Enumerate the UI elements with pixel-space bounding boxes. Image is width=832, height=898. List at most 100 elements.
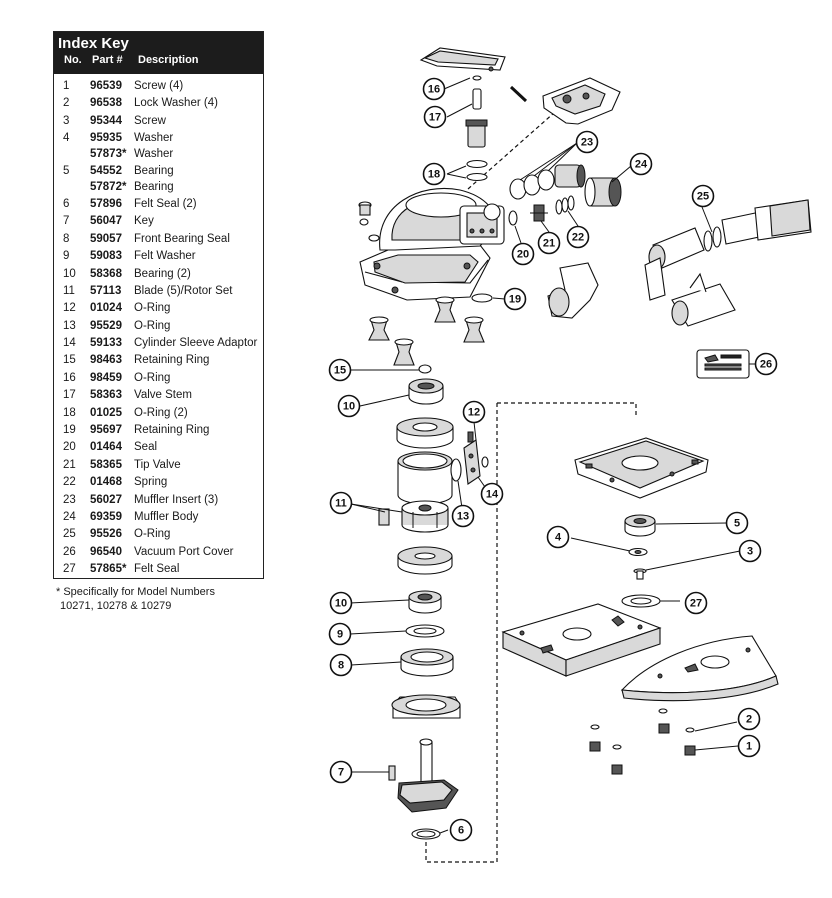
callout-5: 5 (725, 511, 749, 535)
callout-label: 10 (343, 401, 355, 413)
callout-circle (422, 162, 446, 186)
callout-circle (423, 105, 447, 129)
part-number: 95935 (90, 132, 122, 145)
part-number: 01468 (90, 476, 122, 489)
row-number: 5 (63, 165, 70, 178)
callout-circle (337, 394, 361, 418)
callout-label: 5 (734, 518, 740, 530)
callout-circle (451, 504, 475, 528)
callout-label: 19 (509, 294, 521, 306)
row-number: 2 (63, 97, 70, 110)
part-description: Washer (134, 132, 174, 145)
callout-circle (566, 225, 590, 249)
part-description: Retaining Ring (134, 354, 210, 367)
callout-circle (462, 400, 486, 424)
row-number: 12 (63, 302, 76, 315)
callout-label: 2 (746, 714, 752, 726)
spring (555, 195, 575, 215)
row-number: 15 (63, 354, 76, 367)
callout-circle (329, 491, 353, 515)
callout-10: 10 (337, 394, 361, 418)
callout-13: 13 (451, 504, 475, 528)
callout-6: 6 (449, 818, 473, 842)
part-number: 58365 (90, 458, 122, 471)
row-number: 25 (63, 528, 76, 541)
muffler-body (584, 177, 622, 207)
row-number: 7 (63, 215, 70, 228)
rubber-feet (368, 296, 485, 366)
cylinder-sleeve-adaptor (450, 431, 489, 485)
part-description: Front Bearing Seal (134, 232, 230, 245)
callout-label: 17 (429, 112, 441, 124)
callout-label: 24 (635, 159, 648, 171)
callout-label: 4 (555, 532, 562, 544)
part-number: 56027 (90, 493, 122, 506)
row-number: 10 (63, 267, 76, 280)
part-description: Vacuum Port Cover (134, 545, 234, 558)
part-description: Retaining Ring (134, 424, 210, 437)
callout-label: 12 (468, 407, 480, 419)
part-number: 95697 (90, 424, 122, 437)
part-number: 59057 (90, 232, 122, 245)
callout-7: 7 (329, 760, 353, 784)
callout-label: 10 (335, 598, 347, 610)
muffler-inserts (509, 164, 586, 200)
part-description: Cylinder Sleeve Adaptor (134, 337, 258, 350)
part-description: Blade (5)/Rotor Set (134, 284, 233, 297)
callout-label: 15 (334, 365, 346, 377)
part-number: 59133 (90, 337, 122, 350)
part-number: 96540 (90, 545, 122, 558)
row-number: 16 (63, 371, 76, 384)
part-number: 01024 (90, 302, 122, 315)
part-description: Screw (134, 114, 166, 127)
callout-10: 10 (329, 591, 353, 615)
row-number: 3 (63, 114, 70, 127)
callout-circle (737, 734, 761, 758)
motor-housing (359, 187, 505, 301)
callout-circle (480, 482, 504, 506)
callout-8: 8 (329, 653, 353, 677)
part-number: 54552 (90, 165, 122, 178)
part-number: 57873* (90, 147, 127, 160)
callout-label: 11 (335, 498, 347, 510)
row-number: 8 (63, 232, 70, 245)
row-number: 14 (63, 337, 76, 350)
callout-3: 3 (738, 539, 762, 563)
callout-circle (503, 287, 527, 311)
vacuum-port-assembly (644, 199, 812, 327)
callout-9: 9 (328, 622, 352, 646)
callout-circle (754, 352, 778, 376)
top-cover-plate (419, 47, 506, 72)
trigger-housing (542, 77, 621, 125)
callout-label: 14 (486, 489, 499, 501)
part-number: 69359 (90, 510, 122, 523)
callout-2: 2 (737, 707, 761, 731)
callout-label: 18 (428, 169, 440, 181)
callout-circle (737, 707, 761, 731)
callout-circle (546, 525, 570, 549)
part-description: O-Ring (134, 319, 171, 332)
part-number: 96538 (90, 97, 122, 110)
callout-1: 1 (737, 734, 761, 758)
callout-27: 27 (684, 591, 708, 615)
index-key-title: Index Key (58, 35, 129, 52)
row-number: 27 (63, 563, 76, 576)
housing-screws (358, 201, 380, 242)
part-description: Felt Washer (134, 250, 196, 263)
callout-label: 13 (457, 511, 469, 523)
row-number: 4 (63, 132, 70, 145)
callout-label: 20 (517, 249, 529, 261)
column-header-no: No. (64, 54, 82, 66)
